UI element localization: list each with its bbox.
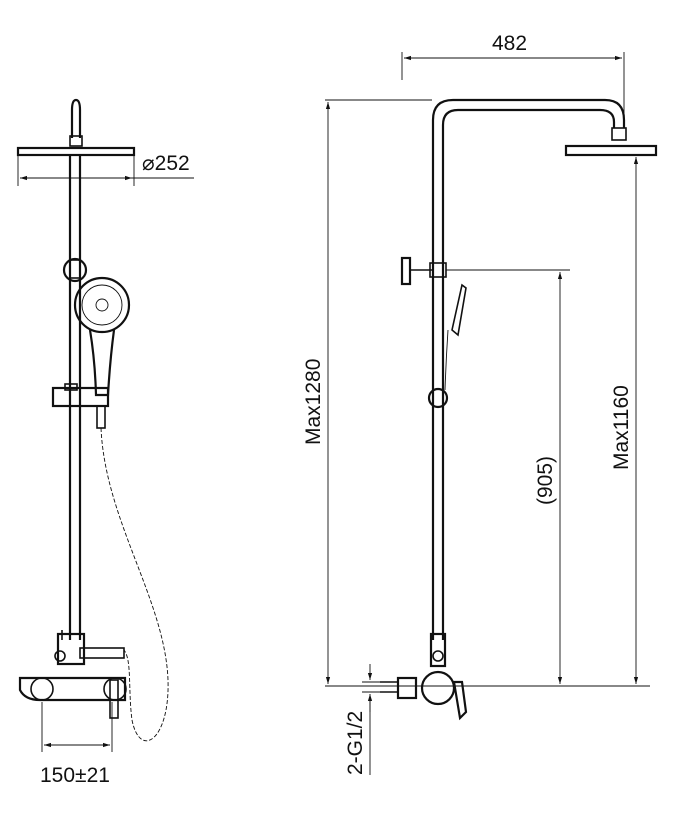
side-mixer-lever [452, 680, 468, 721]
dim-arm-length: 482 [492, 32, 527, 55]
front-inlet-right [103, 677, 127, 701]
front-upper-holder-clip [69, 259, 81, 279]
front-mixer-lever [109, 679, 119, 719]
side-wall-bracket [400, 256, 412, 286]
front-pipe-top [70, 98, 82, 138]
front-hand-shower-head [73, 276, 131, 334]
side-mixer-body [420, 670, 456, 706]
dim-holder-height: (905) [534, 456, 557, 505]
side-hand-shower-handle [444, 329, 449, 391]
side-diverter-knob [432, 650, 444, 662]
side-view: 482 Max1280 Max1160 (905) 2-G1/2 [302, 32, 658, 775]
front-inlet-left [30, 677, 54, 701]
dim-max-height-total: Max1280 [302, 359, 325, 445]
front-diverter-knob [54, 650, 66, 662]
side-head-connector [611, 127, 627, 141]
side-hand-shower [451, 283, 467, 337]
side-arm-inner [441, 108, 616, 260]
front-hose-outlet [79, 647, 125, 659]
front-diverter [56, 632, 86, 666]
side-arm-outer [431, 98, 626, 260]
front-slider-knob [64, 383, 78, 391]
front-hose-nut [96, 405, 106, 429]
front-hand-shower-handle [88, 329, 116, 397]
front-hand-shower-face [81, 284, 123, 326]
side-slider-holder [427, 387, 449, 409]
side-overhead-shower [564, 144, 658, 157]
front-mixer-body [18, 676, 127, 702]
dim-inlet-thread: 2-G1/2 [344, 711, 367, 775]
dim-max-height-head: Max1160 [610, 385, 633, 470]
front-slider-holder [51, 386, 110, 408]
front-overhead-shower [16, 146, 136, 157]
side-diverter [429, 632, 447, 668]
front-view: 150±21 ⌀252 [16, 98, 194, 787]
front-hose [100, 427, 169, 742]
dim-inlet-spacing: 150±21 [40, 764, 110, 787]
front-head-connector [69, 135, 83, 147]
side-inlet-nut [396, 676, 418, 700]
front-upper-holder [62, 257, 88, 283]
dim-head-diameter: ⌀252 [142, 152, 190, 175]
front-hand-shower-center [95, 298, 109, 312]
